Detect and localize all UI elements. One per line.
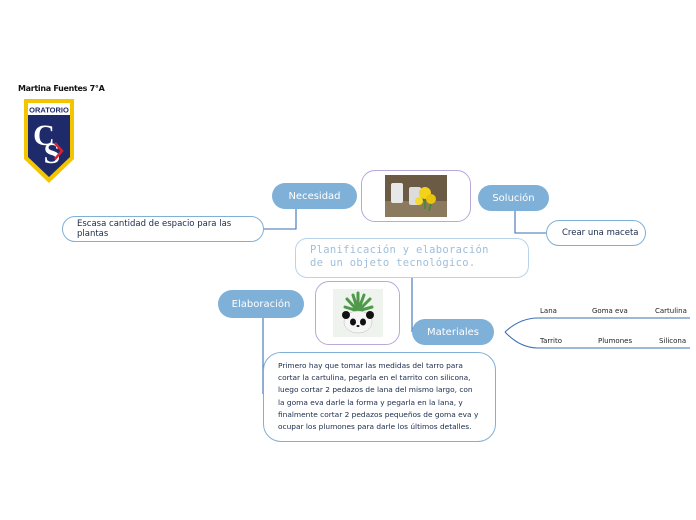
flower-image-frame: [361, 170, 471, 222]
link-necesidad-detail: [263, 209, 297, 230]
panda-image-frame: [315, 281, 400, 345]
material-goma-eva: Goma eva: [592, 307, 628, 315]
central-topic-line1: Planificación y elaboración: [310, 244, 489, 256]
link-materiales-top: [504, 317, 690, 333]
logo-letter-c: C: [33, 119, 55, 152]
solucion-detail: Crear una maceta: [546, 220, 646, 246]
flowers-image: [385, 175, 447, 217]
elaboracion-detail: Primero hay que tomar las medidas del ta…: [263, 352, 496, 442]
material-lana: Lana: [540, 307, 557, 315]
elaboracion-node[interactable]: Elaboración: [218, 290, 304, 318]
panda-pot-image: [332, 289, 383, 337]
necesidad-detail: Escasa cantidad de espacio para las plan…: [62, 216, 264, 242]
solucion-node[interactable]: Solución: [478, 185, 549, 211]
material-tarrito: Tarrito: [540, 337, 563, 345]
necesidad-node[interactable]: Necesidad: [272, 183, 357, 209]
author-name: Martina Fuentes 7°A: [18, 84, 105, 93]
logo-text: ORATORIO: [29, 106, 69, 115]
material-silicona: Silicona: [659, 337, 687, 345]
central-topic-line2: de un objeto tecnológico.: [310, 257, 476, 269]
materiales-node[interactable]: Materiales: [412, 319, 494, 345]
link-materiales-bottom: [504, 331, 690, 349]
central-topic[interactable]: Planificación y elaboración de un objeto…: [295, 238, 529, 278]
material-cartulina: Cartulina: [655, 307, 687, 315]
oratorio-logo: ORATORIO C S: [24, 99, 74, 183]
link-solucion-detail: [514, 211, 546, 234]
material-plumones: Plumones: [598, 337, 633, 345]
